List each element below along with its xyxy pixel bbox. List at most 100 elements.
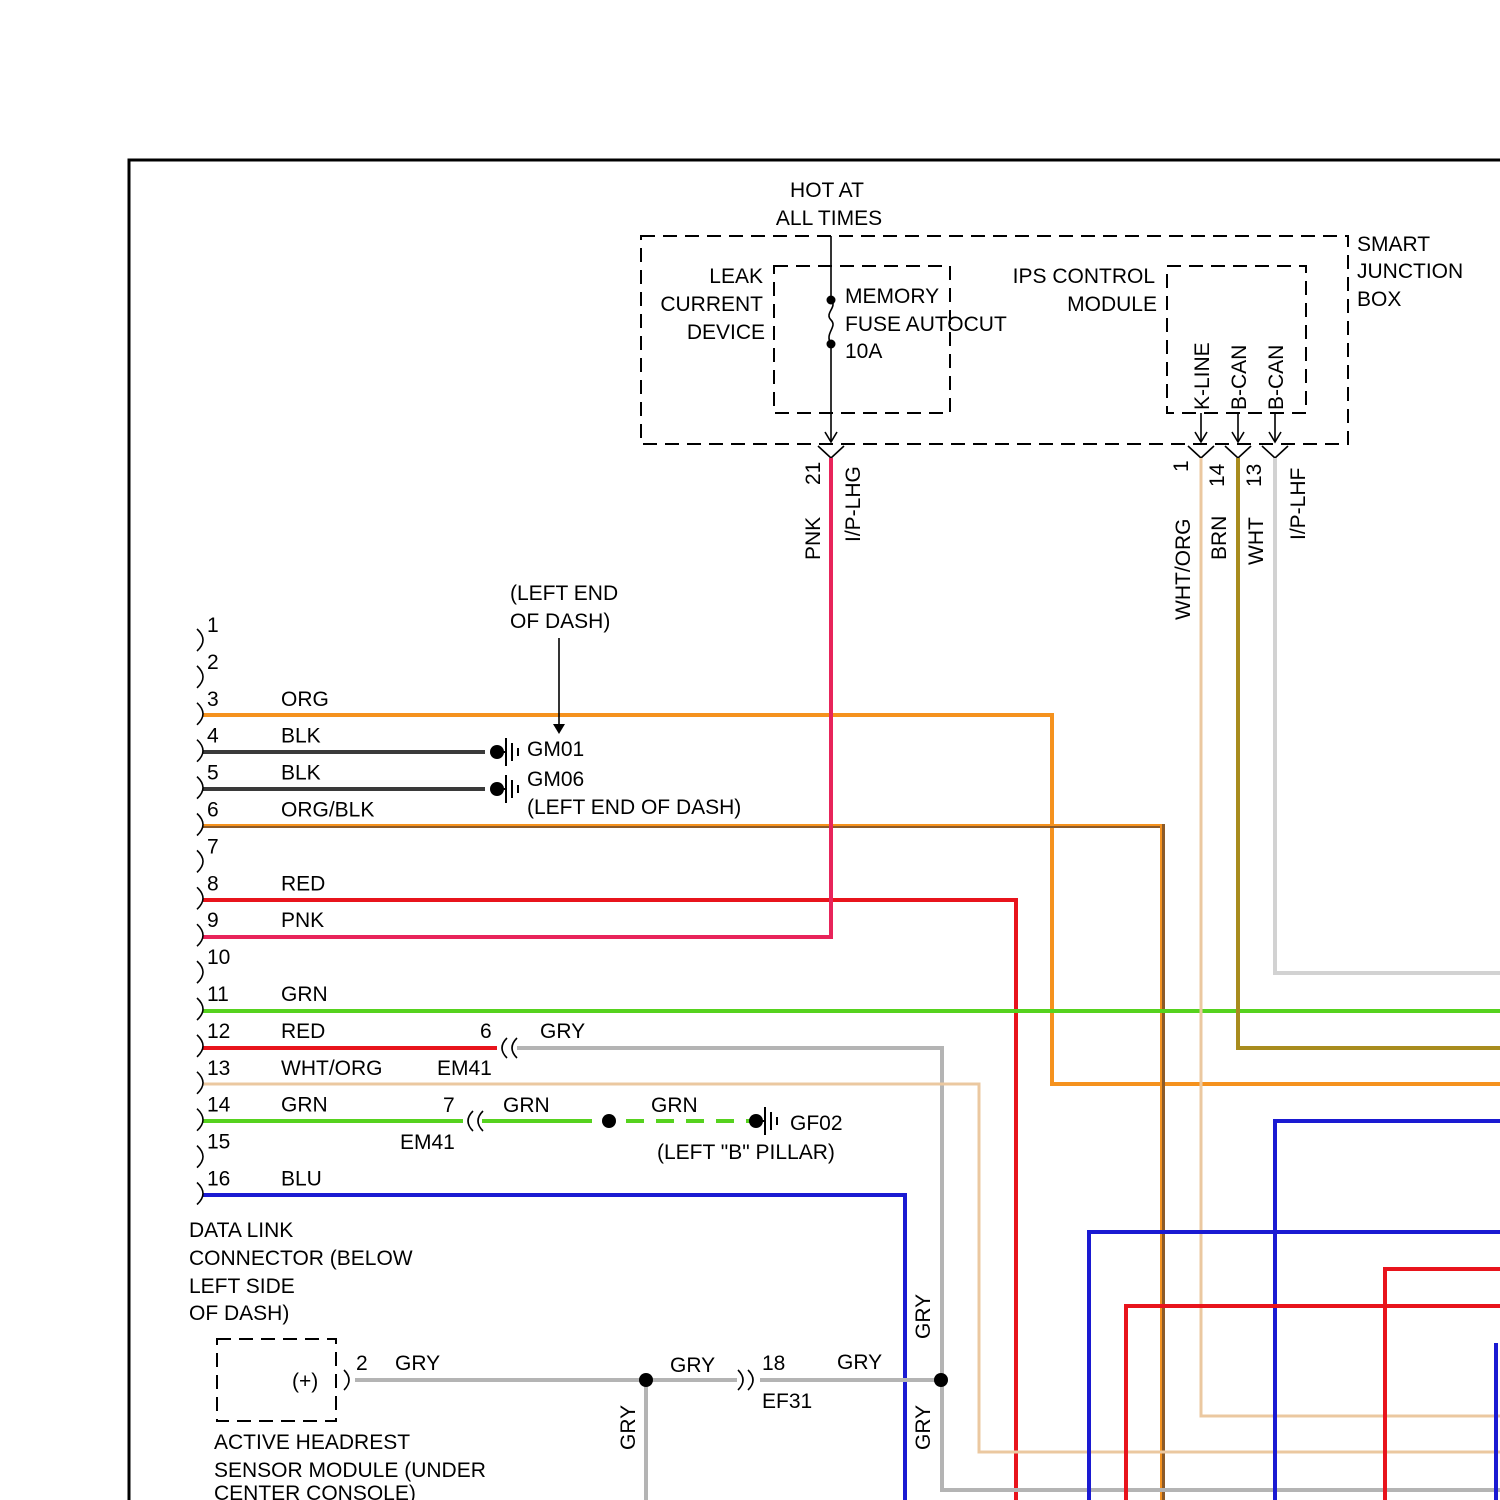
hot-at-label-1: HOT AT <box>790 179 864 202</box>
ef31-pin-number: 18 <box>762 1352 785 1375</box>
pin1-number: 1 <box>1170 460 1193 472</box>
data-link-connector-pins: 123ORG4BLK5BLK6ORG/BLK78RED9PNK1011GRN12… <box>197 614 382 1205</box>
dlc-pin-6-wire-label: ORG/BLK <box>281 799 374 822</box>
gf02-label: GF02 <box>790 1112 843 1135</box>
dlc-pin-13-wire-label: WHT/ORG <box>281 1057 382 1080</box>
dlc-pin-14-connector-icon <box>197 1109 203 1131</box>
hot-at-label-2: ALL TIMES <box>776 207 882 230</box>
gry-vertical-upper-label: GRY <box>912 1294 935 1339</box>
wire-red-1 <box>1385 1269 1500 1500</box>
memory-fuse-label-1: MEMORY <box>845 285 939 308</box>
pin13-number: 13 <box>1243 464 1266 487</box>
ef31-connector-icon <box>738 1370 753 1390</box>
fuse-icon <box>829 300 833 344</box>
dlc-pin-3-connector-icon <box>197 703 203 725</box>
pin14-number: 14 <box>1206 463 1229 487</box>
dlc-pin-12-number: 12 <box>207 1020 230 1043</box>
headrest-pin-number: 2 <box>356 1352 368 1375</box>
dlc-pin-11-number: 11 <box>207 983 229 1006</box>
dlc-pin-6-connector-icon <box>197 814 203 836</box>
leak-current-label-2: CURRENT <box>660 293 763 316</box>
wire-pin14-brn <box>1238 458 1500 1048</box>
pin1-connector-icon <box>1188 446 1214 458</box>
em41-label-lower: EM41 <box>400 1131 455 1154</box>
dlc-pin-9-number: 9 <box>207 909 219 932</box>
dlc-pin-2-connector-icon <box>197 666 203 688</box>
dlc-pin-14-wire-label: GRN <box>281 1094 328 1117</box>
dlc-pin-5-number: 5 <box>207 762 219 785</box>
left-end-pointer-arrow-icon <box>553 724 565 734</box>
dlc-pin-12-connector-icon <box>197 1035 203 1057</box>
pin14-wire-color: BRN <box>1208 516 1231 560</box>
gry-vertical-left-label: GRY <box>617 1405 640 1450</box>
wire-blu-1 <box>1275 1121 1500 1500</box>
headrest-name-3: CENTER CONSOLE) <box>214 1482 416 1500</box>
dlc-name-2: CONNECTOR (BELOW <box>189 1247 413 1270</box>
dlc-pin-15-connector-icon <box>197 1146 203 1168</box>
wire-red-2 <box>1126 1306 1500 1500</box>
headrest-connector-icon <box>344 1370 349 1390</box>
headrest-splice-dot <box>639 1373 653 1387</box>
dlc-pin-10-connector-icon <box>197 961 203 983</box>
dlc-pin-16-wire-label: BLU <box>281 1168 322 1191</box>
dlc-pin-5-connector-icon <box>197 777 203 799</box>
gm06-location: (LEFT END OF DASH) <box>527 796 741 819</box>
dlc-pin-8-wire-label: RED <box>281 872 325 895</box>
gm06-label: GM06 <box>527 768 584 791</box>
leak-current-label-1: LEAK <box>709 265 763 288</box>
headrest-name-1: ACTIVE HEADREST <box>214 1431 410 1454</box>
dlc-pin-15-number: 15 <box>207 1131 230 1154</box>
wire-group <box>203 458 1500 1500</box>
em41-gry-label: GRY <box>540 1020 585 1043</box>
dlc-pin-8-number: 8 <box>207 872 219 895</box>
ef31-gry-left-label: GRY <box>670 1354 715 1377</box>
smart-junction-box-label-3: BOX <box>1357 288 1401 311</box>
ef31-label: EF31 <box>762 1390 812 1413</box>
dlc-pin-4-number: 4 <box>207 725 219 748</box>
ef31-splice-dot <box>934 1373 948 1387</box>
pin14-connector-icon <box>1225 446 1251 458</box>
leak-current-label-3: DEVICE <box>687 321 765 344</box>
wire-pin1-wht-org <box>1201 458 1500 1416</box>
gf02-ground-icon <box>756 1107 777 1135</box>
dlc-name-3: LEFT SIDE <box>189 1275 295 1298</box>
dlc-pin-3-number: 3 <box>207 688 219 711</box>
dlc-pin-11-wire-label: GRN <box>281 983 328 1006</box>
em41-grn-label-1: GRN <box>503 1094 550 1117</box>
dlc-pin-13-number: 13 <box>207 1057 230 1080</box>
memory-fuse-label-2: FUSE AUTOCUT <box>845 313 1007 336</box>
gf02-location: (LEFT "B" PILLAR) <box>657 1141 835 1164</box>
em41-pin6-connector-icon <box>502 1038 517 1058</box>
pin21-number: 21 <box>802 462 825 485</box>
gf02-grn-label: GRN <box>651 1094 698 1117</box>
ips-control-label-1: IPS CONTROL <box>1013 265 1155 288</box>
dlc-pin-9-wire-label: PNK <box>281 909 324 932</box>
dlc-pin-1-number: 1 <box>207 614 219 637</box>
ips-pin-b-can-1: B-CAN <box>1228 345 1251 410</box>
dlc-pin-14-number: 14 <box>207 1094 231 1117</box>
dlc-pin-7-number: 7 <box>207 835 219 858</box>
em41-pin6-number: 6 <box>480 1020 492 1043</box>
dlc-name-1: DATA LINK <box>189 1219 293 1242</box>
pin13-wire-color: WHT <box>1245 517 1268 565</box>
dlc-pin-4-wire-label: BLK <box>281 725 321 748</box>
dlc-pin-12-wire-label: RED <box>281 1020 325 1043</box>
wire-pin16-blu <box>203 1195 905 1500</box>
headrest-gry-label: GRY <box>395 1352 440 1375</box>
smart-junction-box-label-1: SMART <box>1357 233 1430 256</box>
headrest-plus-label: (+) <box>292 1370 318 1393</box>
ips-control-label-2: MODULE <box>1067 293 1157 316</box>
connector-i-p-lhf: I/P-LHF <box>1287 468 1310 540</box>
smart-junction-box-label-2: JUNCTION <box>1357 260 1463 283</box>
dlc-pin-3-wire-label: ORG <box>281 688 329 711</box>
dlc-pin-4-connector-icon <box>197 740 203 762</box>
ips-pin-b-can-2: B-CAN <box>1265 345 1288 410</box>
em41-pin7-connector-icon <box>468 1111 483 1131</box>
ips-pin-k-line: K-LINE <box>1191 342 1214 410</box>
dlc-pin-1-connector-icon <box>197 629 203 651</box>
dlc-pin-16-connector-icon <box>197 1183 203 1205</box>
left-end-of-dash-label-1: (LEFT END <box>510 582 618 605</box>
pin13-connector-icon <box>1262 446 1288 458</box>
em41-label-upper: EM41 <box>437 1057 492 1080</box>
